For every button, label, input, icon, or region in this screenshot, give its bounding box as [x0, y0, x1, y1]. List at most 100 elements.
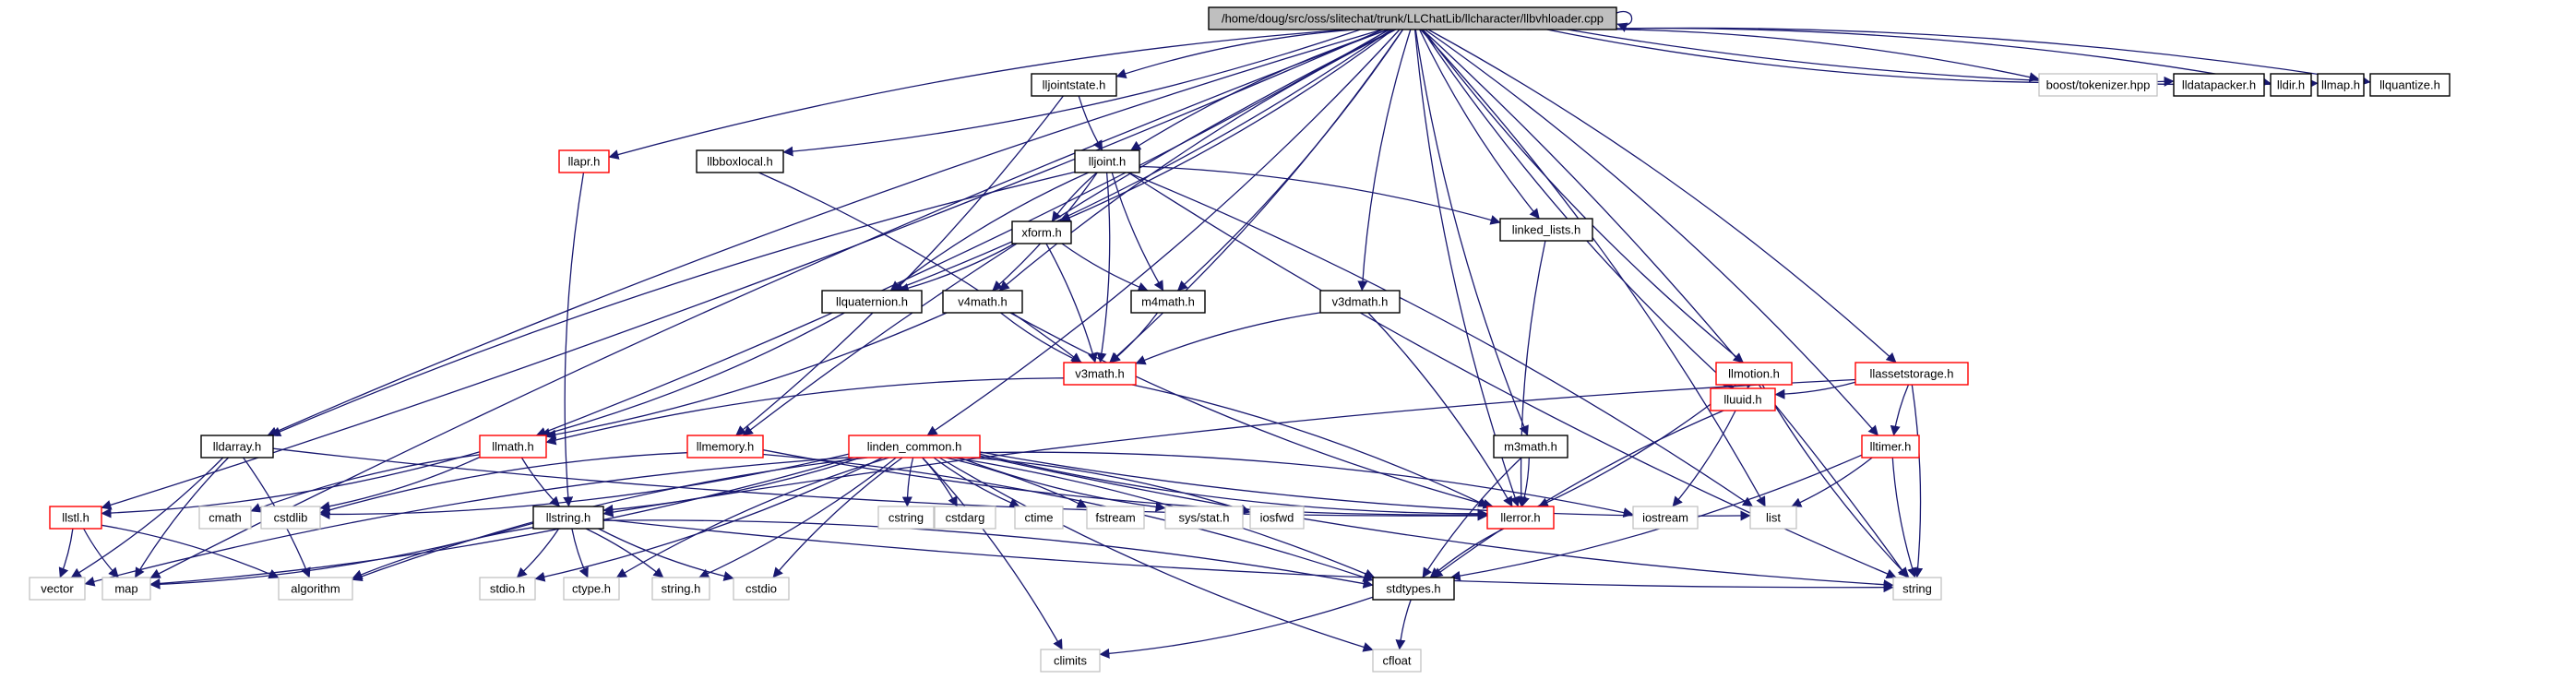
- node-box[interactable]: [2369, 73, 2451, 97]
- node-m4math[interactable]: m4math.h: [1130, 290, 1206, 314]
- node-lljoint[interactable]: lljoint.h: [1074, 149, 1140, 173]
- node-llerror[interactable]: llerror.h: [1486, 506, 1555, 530]
- node-llbboxlocal[interactable]: llbboxlocal.h: [696, 149, 784, 173]
- node-boost-tokenizer[interactable]: boost/tokenizer.hpp: [2038, 73, 2158, 97]
- node-lldir[interactable]: lldir.h: [2270, 73, 2312, 97]
- node-box[interactable]: [479, 577, 536, 601]
- node-v3dmath[interactable]: v3dmath.h: [1319, 290, 1401, 314]
- node-lldatapacker[interactable]: lldatapacker.h: [2173, 73, 2265, 97]
- node-lljointstate[interactable]: lljointstate.h: [1031, 73, 1117, 97]
- node-box[interactable]: [278, 577, 353, 601]
- node-llstring[interactable]: llstring.h: [532, 506, 604, 530]
- node-box[interactable]: [1493, 435, 1568, 459]
- node-lltimer[interactable]: lltimer.h: [1861, 435, 1920, 459]
- node-box[interactable]: [532, 506, 604, 530]
- node-box[interactable]: [1249, 506, 1305, 530]
- node-stdio-h[interactable]: stdio.h: [479, 577, 536, 601]
- node-string-h[interactable]: string.h: [651, 577, 710, 601]
- node-algorithm[interactable]: algorithm: [278, 577, 353, 601]
- node-vector[interactable]: vector: [29, 577, 86, 601]
- node-xform[interactable]: xform.h: [1011, 220, 1072, 244]
- node-box[interactable]: [563, 577, 620, 601]
- node-map[interactable]: map: [101, 577, 151, 601]
- node-box[interactable]: [733, 577, 790, 601]
- node-box[interactable]: [1486, 506, 1555, 530]
- node-box[interactable]: [49, 506, 102, 530]
- node-ctime[interactable]: ctime: [1014, 506, 1064, 530]
- node-box[interactable]: [1208, 6, 1617, 30]
- node-cstdarg[interactable]: cstdarg: [934, 506, 996, 530]
- node-cmath[interactable]: cmath: [198, 506, 252, 530]
- node-box[interactable]: [260, 506, 321, 530]
- node-cstring[interactable]: cstring: [877, 506, 935, 530]
- node-box[interactable]: [1130, 290, 1206, 314]
- node-box[interactable]: [558, 149, 610, 173]
- node-v3math[interactable]: v3math.h: [1063, 362, 1137, 386]
- node-box[interactable]: [1749, 506, 1797, 530]
- node-box[interactable]: [1040, 649, 1101, 673]
- node-box[interactable]: [1861, 435, 1920, 459]
- node-box[interactable]: [1164, 506, 1244, 530]
- node-box[interactable]: [479, 435, 547, 459]
- node-llassetstorage[interactable]: llassetstorage.h: [1854, 362, 1969, 386]
- node-box[interactable]: [1031, 73, 1117, 97]
- node-llstl[interactable]: llstl.h: [49, 506, 102, 530]
- node-lluuid[interactable]: lluuid.h: [1710, 387, 1776, 411]
- node-iosfwd[interactable]: iosfwd: [1249, 506, 1305, 530]
- node-box[interactable]: [1632, 506, 1699, 530]
- node-llmotion[interactable]: llmotion.h: [1715, 362, 1793, 386]
- node-box[interactable]: [1499, 218, 1593, 242]
- node-box[interactable]: [686, 435, 764, 459]
- node-box[interactable]: [2038, 73, 2158, 97]
- node-stdtypes[interactable]: stdtypes.h: [1372, 577, 1455, 601]
- node-m3math[interactable]: m3math.h: [1493, 435, 1568, 459]
- node-box[interactable]: [1319, 290, 1401, 314]
- node-box[interactable]: [2317, 73, 2365, 97]
- node-lldarray[interactable]: lldarray.h: [200, 435, 274, 459]
- node-llapr[interactable]: llapr.h: [558, 149, 610, 173]
- node-box[interactable]: [1715, 362, 1793, 386]
- node-box[interactable]: [696, 149, 784, 173]
- node-llquantize[interactable]: llquantize.h: [2369, 73, 2451, 97]
- node-box[interactable]: [198, 506, 252, 530]
- node-box[interactable]: [1014, 506, 1064, 530]
- node-box[interactable]: [848, 435, 981, 459]
- node-v4math[interactable]: v4math.h: [942, 290, 1023, 314]
- node-fstream[interactable]: fstream: [1086, 506, 1145, 530]
- node-string[interactable]: string: [1892, 577, 1942, 601]
- node-sys-stat[interactable]: sys/stat.h: [1164, 506, 1244, 530]
- node-list[interactable]: list: [1749, 506, 1797, 530]
- node-iostream[interactable]: iostream: [1632, 506, 1699, 530]
- node-box[interactable]: [1892, 577, 1942, 601]
- node-box[interactable]: [29, 577, 86, 601]
- node-linden-common[interactable]: linden_common.h: [848, 435, 981, 459]
- node-cfloat[interactable]: cfloat: [1372, 649, 1422, 673]
- node-box[interactable]: [1074, 149, 1140, 173]
- node-box[interactable]: [200, 435, 274, 459]
- node-box[interactable]: [101, 577, 151, 601]
- node-box[interactable]: [1854, 362, 1969, 386]
- node-llquaternion[interactable]: llquaternion.h: [821, 290, 923, 314]
- node-box[interactable]: [877, 506, 935, 530]
- node-box[interactable]: [1372, 577, 1455, 601]
- node-llmath[interactable]: llmath.h: [479, 435, 547, 459]
- node-llmemory[interactable]: llmemory.h: [686, 435, 764, 459]
- node-box[interactable]: [821, 290, 923, 314]
- node-cstdio[interactable]: cstdio: [733, 577, 790, 601]
- node-box[interactable]: [1372, 649, 1422, 673]
- node-cstdlib[interactable]: cstdlib: [260, 506, 321, 530]
- node-box[interactable]: [1710, 387, 1776, 411]
- node-box[interactable]: [2173, 73, 2265, 97]
- node-box[interactable]: [1063, 362, 1137, 386]
- node-linked-lists[interactable]: linked_lists.h: [1499, 218, 1593, 242]
- node-root[interactable]: /home/doug/src/oss/slitechat/trunk/LLCha…: [1208, 6, 1617, 30]
- node-llmap[interactable]: llmap.h: [2317, 73, 2365, 97]
- node-box[interactable]: [1011, 220, 1072, 244]
- node-box[interactable]: [651, 577, 710, 601]
- node-box[interactable]: [2270, 73, 2312, 97]
- node-ctype-h[interactable]: ctype.h: [563, 577, 620, 601]
- node-box[interactable]: [942, 290, 1023, 314]
- node-climits[interactable]: climits: [1040, 649, 1101, 673]
- node-box[interactable]: [934, 506, 996, 530]
- node-box[interactable]: [1086, 506, 1145, 530]
